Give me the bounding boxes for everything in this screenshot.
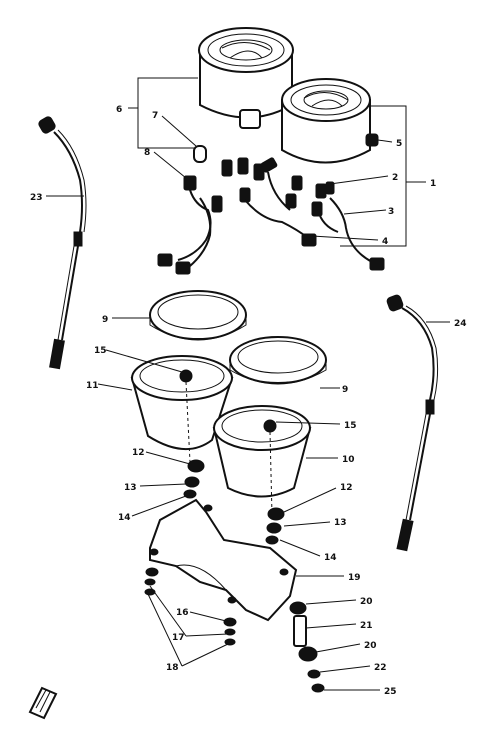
callout-20-bottom: 20 [364,641,377,651]
speedometer-cable [38,116,87,370]
wiring-harness [157,171,385,275]
callout-15-right: 15 [344,421,357,431]
callout-6: 6 [116,105,122,115]
callout-20-top: 20 [360,597,373,607]
gasket-ring-left [149,290,247,341]
grommet-stack-left [183,459,205,499]
callout-25: 25 [384,687,397,697]
callout-13-left: 13 [124,483,137,493]
callout-9-top: 9 [102,315,108,325]
meter-case-left [130,355,234,463]
callout-11: 11 [86,381,99,391]
callout-labels: 1 2 3 4 5 6 7 8 9 9 10 11 12 12 13 13 14… [30,105,467,697]
meter-case-right [212,405,312,516]
callout-13-right: 13 [334,518,347,528]
callout-9-right: 9 [342,385,348,395]
callout-16: 16 [176,608,189,618]
callout-17: 17 [172,633,185,643]
grommet-stack-right [265,507,285,545]
callout-15-left: 15 [94,346,107,356]
callout-10: 10 [342,455,355,465]
leader-lines [46,77,450,691]
callout-18: 18 [166,663,179,673]
mounting-bracket [149,498,298,622]
callout-23: 23 [30,193,43,203]
callout-4: 4 [382,237,388,247]
callout-19: 19 [348,573,361,583]
callout-3: 3 [388,207,394,217]
callout-22: 22 [374,663,387,673]
callout-14-left: 14 [118,513,131,523]
callout-5: 5 [396,139,402,149]
callout-12-right: 12 [340,483,353,493]
callout-7: 7 [152,111,158,121]
speedometer-body [198,27,294,129]
callout-2: 2 [392,173,398,183]
callout-24: 24 [454,319,467,329]
gasket-ring-right [229,336,327,385]
tachometer-cable [386,294,439,552]
callout-8: 8 [144,148,150,158]
callout-1: 1 [430,179,436,189]
bulb-sockets [183,145,335,217]
callout-21: 21 [360,621,373,631]
callout-14-right: 14 [324,553,337,563]
bracket-hardware-right [289,601,325,693]
callout-12-left: 12 [132,448,145,458]
tachometer-body [281,78,379,164]
front-direction-icon [28,686,58,720]
